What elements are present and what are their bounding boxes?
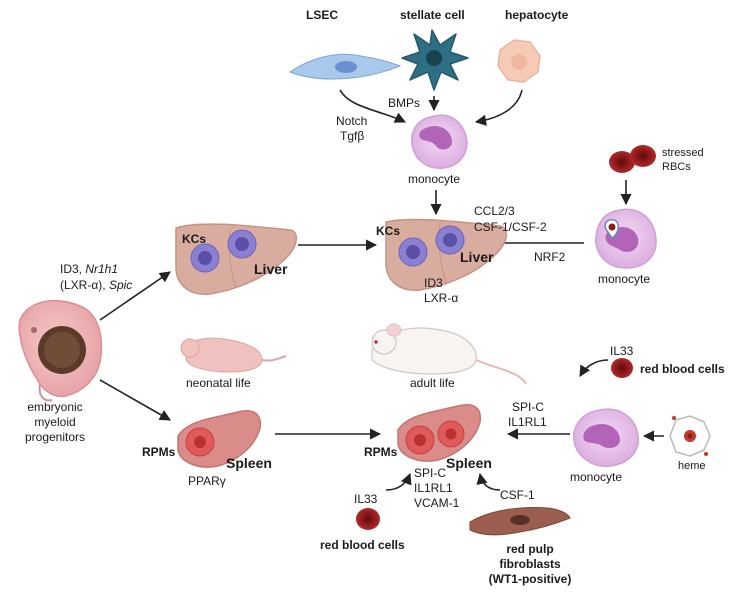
embryo-icon: [18, 299, 103, 402]
spleen-left-label: Spleen: [226, 455, 272, 471]
kcs-right-label: KCs: [376, 224, 401, 238]
rbc-bottom-icon: [356, 508, 380, 530]
monocyte-top-icon: [411, 114, 468, 169]
il1rl1-right-label: IL1RL1: [508, 415, 547, 429]
lsec-icon: [288, 53, 402, 80]
hepatocyte-icon: [497, 39, 541, 83]
kc-cell-left-1: [190, 243, 220, 273]
id3-text: ID3,: [60, 262, 86, 276]
progenitors-line1: embryonic: [27, 400, 83, 414]
arrow-hepatocyte-to-monocyte: [474, 89, 523, 126]
spic-text: Spic: [108, 278, 133, 292]
notch-label: Notch: [336, 114, 368, 128]
kc-cell-right-1: [398, 237, 428, 267]
heme-label: heme: [678, 460, 706, 472]
nrf2-label: NRF2: [534, 250, 566, 264]
kc-cell-left-2: [227, 229, 257, 259]
monocyte-bottom-label: monocyte: [570, 470, 623, 484]
stressed-label: stressed: [662, 147, 704, 159]
id3-line1: ID3, Nr1h1: [60, 262, 118, 276]
pparg-label: PPARγ: [188, 474, 226, 488]
kcs-left-label: KCs: [182, 232, 207, 246]
rbcs-label: RBCs: [662, 161, 691, 173]
rpms-left-label: RPMs: [142, 445, 176, 459]
il33-bottom-label: IL33: [354, 492, 378, 506]
monocyte-right-icon: [595, 208, 657, 269]
adult-life-label: adult life: [410, 376, 455, 390]
fibroblast-line1: red pulp: [506, 542, 554, 556]
fibroblast-line2: fibroblasts: [499, 557, 561, 571]
liver-right-icon: [385, 218, 508, 291]
liver-left-icon: [175, 223, 298, 295]
arrow-il33-to-mouse: [579, 359, 609, 377]
progenitors-line3: progenitors: [24, 430, 86, 444]
monocyte-bottom-icon: [573, 408, 639, 467]
il1rl1-bottom-label: IL1RL1: [414, 481, 453, 495]
arrow-embryo-to-liver: [99, 271, 171, 321]
bmps-label: BMPs: [388, 96, 421, 110]
rpm-cell-right-2: [437, 420, 465, 448]
csf1-label: CSF-1: [500, 488, 535, 502]
rpm-cell-right-1: [405, 425, 435, 455]
stellate-cell-icon: [401, 29, 469, 91]
ccl-label: CCL2/3: [474, 204, 515, 218]
kc-cell-right-2: [435, 225, 465, 255]
rpms-right-label: RPMs: [364, 445, 398, 459]
rbc-bottom-label: red blood cells: [320, 538, 405, 552]
hepatocyte-label: hepatocyte: [505, 8, 569, 22]
progenitors-line2: myeloid: [34, 415, 76, 429]
csf-label: CSF-1/CSF-2: [474, 220, 547, 234]
adult-mouse-icon: [371, 323, 527, 385]
arrow-lsec-to-monocyte: [339, 89, 407, 123]
rbc-right-icon: [611, 358, 633, 378]
arrow-il33-to-spleen: [385, 472, 412, 491]
tgfb-label: Tgfβ: [340, 129, 365, 143]
arrow-embryo-to-spleen: [99, 379, 171, 421]
lsec-label: LSEC: [306, 8, 339, 22]
fibroblast-line3: (WT1-positive): [488, 572, 572, 586]
monocyte-right-label: monocyte: [598, 272, 651, 286]
spic-right-label: SPI-C: [512, 400, 545, 414]
heme-icon: [669, 415, 711, 457]
neonatal-mouse-icon: [180, 337, 287, 373]
rpm-cell-left: [185, 427, 215, 457]
stressed-rbc-icon: [609, 145, 656, 173]
id3-line2: (LXR-α), Spic: [60, 278, 132, 292]
adult-id3-label: ID3: [424, 276, 443, 290]
nr1h1-text: Nr1h1: [85, 262, 119, 276]
il33-right-label: IL33: [610, 344, 634, 358]
adult-lxr-label: LXR-α: [424, 291, 459, 305]
spleen-right-label: Spleen: [446, 455, 492, 471]
spic-bottom-label: SPI-C: [414, 466, 447, 480]
liver-right-label: Liver: [460, 249, 494, 265]
neonatal-life-label: neonatal life: [186, 376, 251, 390]
monocyte-top-label: monocyte: [408, 172, 461, 186]
vcam-label: VCAM-1: [414, 496, 460, 510]
liver-left-label: Liver: [254, 261, 288, 277]
fibroblast-icon: [469, 507, 571, 536]
arrow-csf1-to-spleen: [476, 472, 501, 491]
rbc-right-label: red blood cells: [640, 362, 725, 376]
lxr-text: (LXR-α),: [60, 278, 109, 292]
stellate-cell-label: stellate cell: [400, 8, 465, 22]
